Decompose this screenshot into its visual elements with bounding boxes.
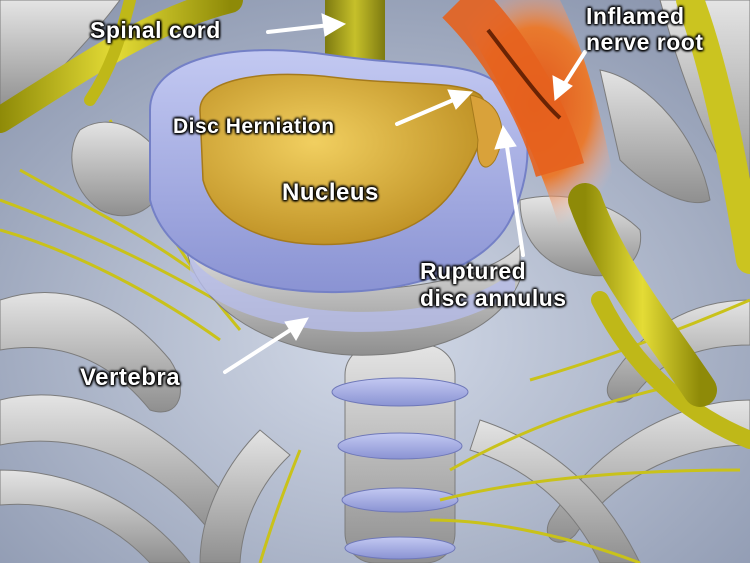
- herniation-bulge: [469, 94, 503, 168]
- label-nucleus: Nucleus: [282, 179, 379, 206]
- lower-vertebrae: [331, 344, 469, 563]
- label-spinal-cord: Spinal cord: [90, 17, 221, 43]
- label-vertebra: Vertebra: [80, 364, 181, 391]
- lower-disc-edge: [190, 255, 515, 332]
- major-nerves: [0, 0, 750, 449]
- label-disc-herniation: Disc Herniation: [173, 115, 335, 138]
- label-inflamed-nerve-root: Inflamed nerve root: [586, 3, 704, 55]
- inflamed-nerve-root: [442, 0, 717, 407]
- label-arrows: [223, 13, 587, 374]
- label-ruptured-disc-annulus: Ruptured disc annulus: [420, 258, 567, 311]
